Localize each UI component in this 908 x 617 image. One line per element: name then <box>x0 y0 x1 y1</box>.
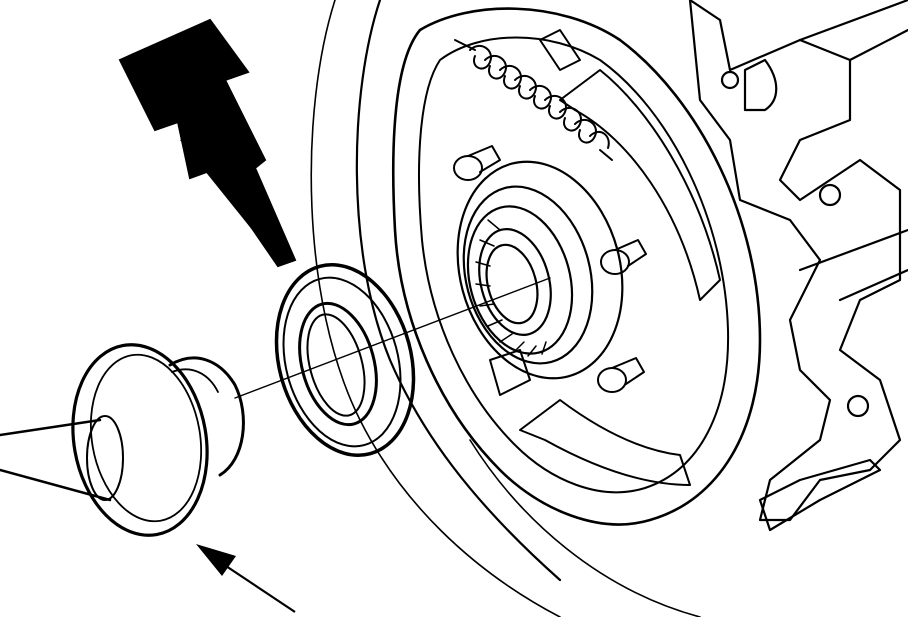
hub <box>456 160 624 380</box>
steering-knuckle <box>688 0 908 532</box>
backing-plate <box>310 0 762 617</box>
bold-pointer-arrow <box>118 18 297 268</box>
installer-tool <box>0 343 245 537</box>
seal <box>274 263 416 457</box>
brake-spring <box>454 39 613 161</box>
wheel-studs <box>453 145 647 393</box>
thin-pointer-arrow <box>196 544 296 613</box>
brake-shoe <box>489 29 721 486</box>
center-axis-line <box>234 277 551 399</box>
